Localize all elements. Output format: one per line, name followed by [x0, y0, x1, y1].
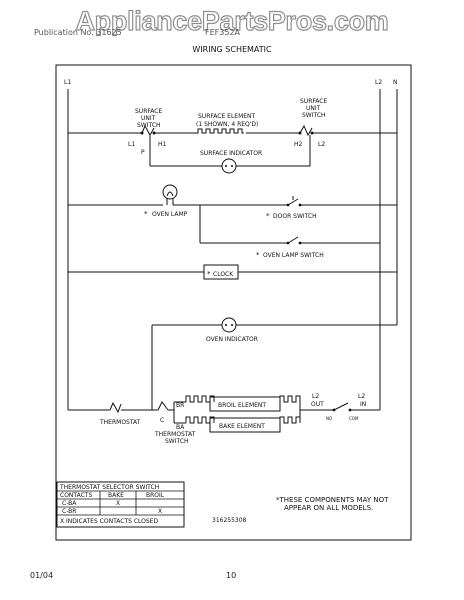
l2-in-label: L2: [358, 393, 365, 400]
l2-switch-terminal-right: [348, 408, 352, 412]
note-line-2: APPEAR ON ALL MODELS.: [284, 504, 373, 512]
door-switch-symbol: [287, 198, 299, 206]
bake-element-symbol-right: [279, 416, 301, 424]
oven-lamp-switch-terminal-left: [286, 241, 290, 245]
table-footnote: X INDICATES CONTACTS CLOSED: [60, 518, 158, 525]
thermostat-switch-symbol: [157, 401, 169, 411]
surface-switch-l1-label: L1: [128, 141, 135, 148]
surface-switch-right-title3: SWITCH: [302, 112, 326, 119]
door-switch-asterisk: *: [266, 212, 270, 220]
surface-switch-left-title1: SURFACE: [135, 108, 162, 115]
oven-indicator-lamp: [221, 317, 237, 333]
clock-asterisk: *: [207, 270, 211, 278]
oven-indicator-lamp-dot1: [225, 324, 227, 326]
door-switch-label: DOOR SWITCH: [273, 213, 317, 220]
broil-element-label: BROIL ELEMENT: [218, 402, 266, 409]
thermostat-switch-br-label: BR: [176, 402, 184, 409]
l1-label: L1: [64, 79, 71, 86]
surface-switch-l2-label: L2: [318, 141, 325, 148]
header-model: FEF352A: [205, 28, 240, 37]
surface-switch-h1-label: H1: [158, 141, 167, 148]
bake-element-label: BAKE ELEMENT: [219, 423, 265, 430]
surface-switch-left-title3: SWITCH: [137, 122, 161, 129]
bake-element-box: [209, 417, 281, 433]
note-line-1: *THESE COMPONENTS MAY NOT: [276, 496, 389, 504]
thermostat-switch-c-label: C: [160, 417, 164, 424]
surface-element-title: SURFACE ELEMENT: [198, 113, 256, 120]
part-number: 316255308: [212, 517, 247, 524]
broil-element-box: [209, 396, 281, 412]
surface-switch-p-label: P: [141, 149, 145, 156]
surface-switch-right-title2: UNIT: [306, 105, 321, 112]
surface-switch-l2-terminal: [310, 131, 314, 135]
door-switch-terminal-right: [298, 203, 302, 207]
footer-date: 01/04: [30, 571, 54, 580]
out-label: OUT: [311, 401, 324, 408]
oven-lamp-switch-asterisk: *: [256, 251, 260, 259]
l2-switch-symbol: [333, 402, 349, 411]
table-cell-1-0: C-BR: [62, 508, 76, 515]
thermostat-switch-title1: THERMOSTAT: [154, 431, 196, 438]
l2-label: L2: [375, 79, 382, 86]
surface-switch-h1-terminal: [152, 131, 156, 135]
table-header-contacts: CONTACTS: [60, 492, 92, 499]
n-label: N: [393, 79, 398, 86]
table-cell-1-2: X: [158, 508, 162, 515]
in-label: IN: [360, 401, 366, 408]
surface-switch-left-symbol: [141, 124, 155, 137]
l2-switch-terminal-left: [332, 408, 336, 412]
clock-label: CLOCK: [213, 271, 234, 278]
table-header-bake: BAKE: [108, 492, 124, 499]
oven-indicator-lamp-dot2: [231, 324, 233, 326]
oven-lamp-asterisk: *: [144, 210, 148, 218]
surface-switch-h2-label: H2: [294, 141, 303, 148]
thermostat-switch-title2: SWITCH: [165, 438, 189, 445]
table-cell-0-0: C-BA: [62, 500, 77, 507]
header-publication: Publication No. 31625: [34, 28, 122, 37]
com-label: COM: [349, 416, 359, 421]
surface-switch-right-symbol: [299, 124, 313, 137]
oven-lamp-switch-terminal-right: [298, 241, 302, 245]
thermostat-symbol: [109, 401, 122, 414]
page-title: WIRING SCHEMATIC: [192, 45, 272, 54]
selector-switch-table: THERMOSTAT SELECTOR SWITCH CONTACTS BAKE…: [56, 481, 185, 528]
l2-out-label: L2: [312, 393, 319, 400]
surface-switch-h2-terminal: [298, 131, 302, 135]
surface-indicator-label: SURFACE INDICATOR: [200, 150, 262, 157]
surface-switch-left-title2: UNIT: [141, 115, 156, 122]
surface-switch-l1-terminal: [140, 131, 144, 135]
table-border: [56, 481, 185, 528]
no-label: NO: [326, 416, 332, 421]
surface-indicator-lamp-dot1: [225, 165, 227, 167]
oven-indicator-label: OVEN INDICATOR: [206, 336, 258, 343]
thermostat-label: THERMOSTAT: [99, 419, 141, 426]
oven-lamp-filament: [166, 191, 174, 197]
schematic-frame: [55, 64, 412, 541]
watermark: AppliancePartsPros.com: [75, 5, 390, 36]
door-switch-terminal-left: [286, 203, 290, 207]
oven-lamp-bulb: [162, 184, 178, 200]
table-header-broil: BROIL: [146, 492, 165, 499]
surface-element-symbol: [196, 128, 244, 134]
thermostat-switch-ba-label: BA: [176, 424, 185, 431]
table-title: THERMOSTAT SELECTOR SWITCH: [59, 484, 159, 491]
surface-switch-right-title1: SURFACE: [300, 98, 327, 105]
oven-lamp-switch-label: OVEN LAMP SWITCH: [263, 252, 324, 259]
table-cell-0-1: X: [116, 500, 120, 507]
footer-page-number: 10: [226, 571, 237, 580]
broil-element-symbol-right: [279, 395, 301, 403]
oven-lamp-label: OVEN LAMP: [152, 211, 188, 218]
surface-element-subtitle: (1 SHOWN, 4 REQ'D): [196, 121, 258, 128]
surface-indicator-lamp: [221, 158, 237, 174]
surface-indicator-lamp-dot2: [231, 165, 233, 167]
oven-lamp-switch-symbol: [287, 236, 299, 244]
